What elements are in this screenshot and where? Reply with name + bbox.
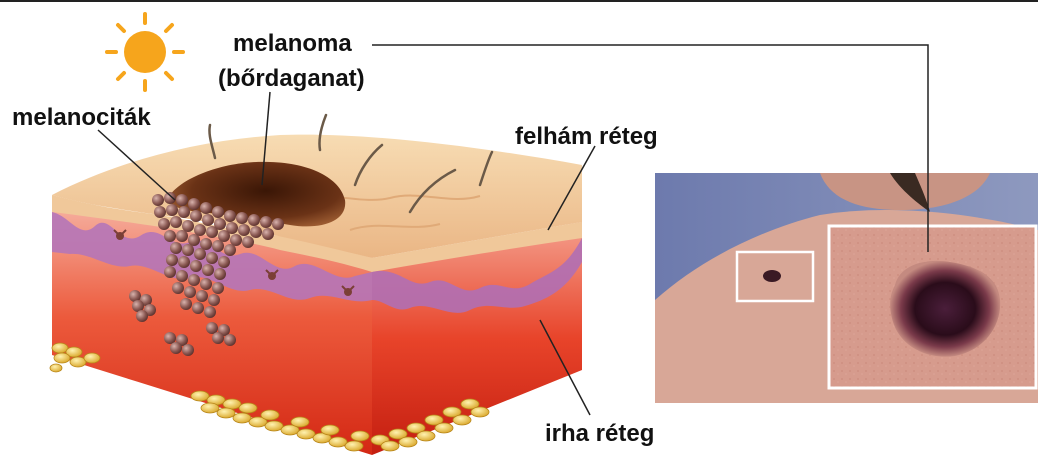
melanocytes-label: melanociták	[12, 105, 151, 130]
skin-cross-section	[50, 115, 582, 455]
sun-icon	[107, 14, 183, 90]
epidermis-label: felhám réteg	[515, 124, 658, 149]
dermis-label: irha réteg	[545, 421, 654, 446]
patient-photo	[655, 173, 1038, 403]
melanoma-subtitle: (bőrdaganat)	[218, 66, 365, 91]
melanoma-label: melanoma	[233, 31, 352, 56]
